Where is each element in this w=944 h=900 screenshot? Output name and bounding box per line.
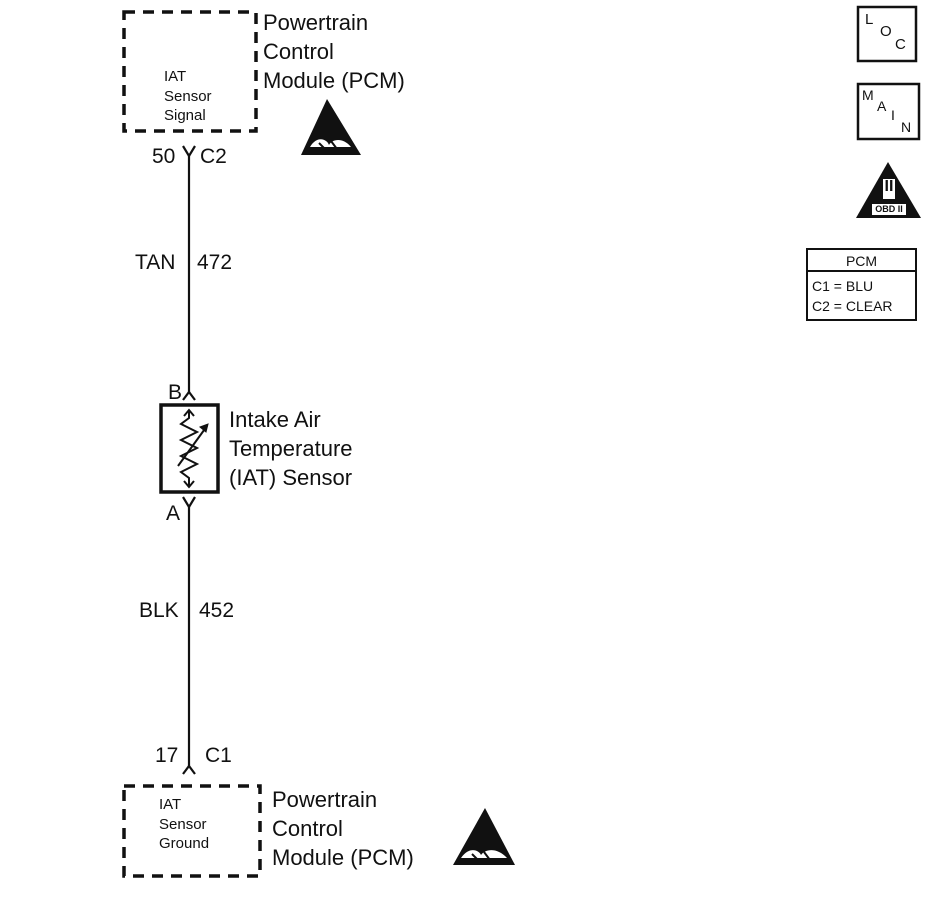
sensor-name-line-3: (IAT) Sensor bbox=[229, 465, 353, 490]
esd-warning-icon bbox=[301, 99, 361, 155]
pcm-top-inner-line-2: Sensor bbox=[164, 87, 212, 105]
loc-icon bbox=[856, 5, 918, 63]
pcm-bottom-inner-line-1: IAT bbox=[159, 796, 182, 813]
sensor-terminal-a: A bbox=[166, 502, 181, 525]
main-letter-a: A bbox=[877, 98, 887, 114]
pcm-bottom-module-line-3: Module (PCM) bbox=[272, 845, 414, 870]
thermistor-variable-arrow bbox=[177, 425, 208, 467]
connector-c2-fork bbox=[182, 145, 196, 159]
loc-letter-o: O bbox=[880, 23, 892, 40]
terminal-b-caret bbox=[182, 390, 196, 401]
pcm-top-module-label: Powertrain Control Module (PCM) bbox=[263, 8, 405, 95]
obd-ii-icon bbox=[856, 162, 921, 218]
pcm-connector-table bbox=[806, 248, 917, 321]
iat-sensor-box bbox=[159, 403, 220, 494]
pcm-top-inner-line-1: IAT bbox=[164, 68, 187, 85]
pcm-bottom-module-line-1: Powertrain bbox=[272, 787, 378, 812]
sensor-name-line-2: Temperature bbox=[229, 436, 353, 461]
pcm-table-header: PCM bbox=[845, 253, 878, 269]
obd-ii-numeral: II bbox=[884, 178, 894, 195]
pcm-top-module-line-1: Powertrain bbox=[263, 10, 369, 35]
main-letter-i: I bbox=[891, 107, 895, 123]
pcm-bottom-connector: C1 bbox=[205, 744, 232, 767]
pcm-bottom-inner-line-2: Sensor bbox=[159, 815, 207, 833]
pcm-table-row-c2: C2 = CLEAR bbox=[812, 298, 893, 314]
thermistor-variable-arrowhead bbox=[199, 423, 209, 433]
pcm-bottom-module-line-2: Control bbox=[272, 816, 343, 841]
main-letter-m: M bbox=[862, 87, 874, 103]
loc-letter-l: L bbox=[865, 11, 874, 28]
thermistor-zigzag bbox=[178, 411, 200, 486]
sensor-terminal-b: B bbox=[168, 381, 183, 404]
pcm-top-inner-line-3: Signal bbox=[164, 107, 206, 124]
pcm-top-box bbox=[122, 10, 258, 133]
pcm-top-module-line-3: Module (PCM) bbox=[263, 68, 405, 93]
loc-letter-c: C bbox=[895, 36, 906, 53]
sensor-name-label: Intake Air Temperature (IAT) Sensor bbox=[229, 405, 353, 492]
connector-c1-caret bbox=[182, 764, 196, 775]
wire-top-circuit: 472 bbox=[197, 251, 233, 274]
thermistor-top-arrow bbox=[183, 408, 195, 417]
terminal-a-fork bbox=[182, 496, 196, 510]
wire-bottom-color: BLK bbox=[139, 599, 179, 622]
pcm-top-pin: 50 bbox=[152, 145, 176, 168]
pcm-table-row-c1: C1 = BLU bbox=[812, 278, 874, 294]
wire-bottom-circuit: 452 bbox=[199, 599, 235, 622]
pcm-bottom-inner-label: IAT Sensor Ground bbox=[159, 795, 209, 854]
esd-warning-icon-bottom bbox=[453, 808, 515, 865]
pcm-bottom-pin: 17 bbox=[155, 744, 179, 767]
thermistor-bottom-arrow bbox=[183, 480, 195, 489]
pcm-bottom-module-label: Powertrain Control Module (PCM) bbox=[272, 785, 414, 872]
pcm-top-inner-label: IAT Sensor Signal bbox=[164, 67, 212, 126]
pcm-bottom-inner-line-3: Ground bbox=[159, 835, 210, 852]
obd-ii-label: OBD II bbox=[875, 204, 903, 214]
wire-top-color: TAN bbox=[135, 251, 176, 274]
main-letter-n: N bbox=[901, 119, 912, 135]
pcm-bottom-box bbox=[122, 784, 262, 878]
pcm-top-connector: C2 bbox=[200, 145, 227, 168]
sensor-name-line-1: Intake Air bbox=[229, 407, 321, 432]
main-icon bbox=[856, 82, 921, 141]
pcm-top-module-line-2: Control bbox=[263, 39, 334, 64]
